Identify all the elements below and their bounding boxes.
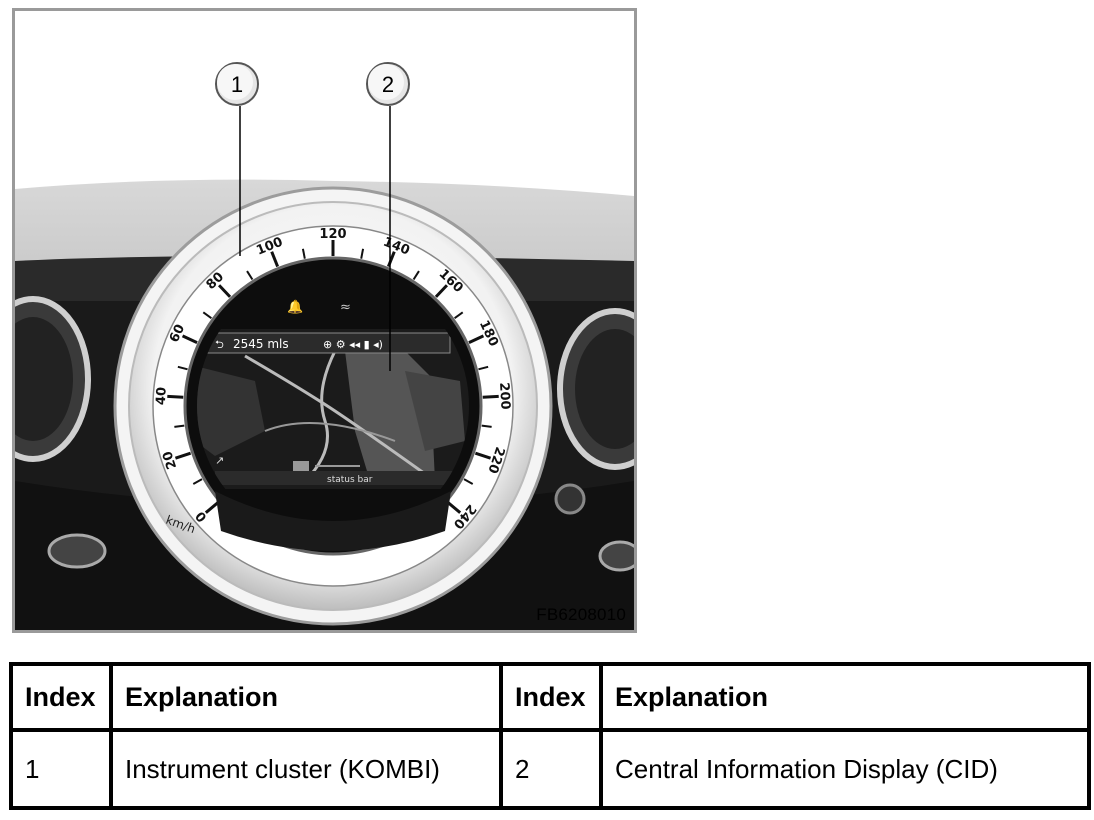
settings-icons: ⊕ ⚙ ◂◂ ▮ ◂) <box>323 338 383 351</box>
speed-label: 60 <box>167 322 188 345</box>
minor-tick <box>177 365 188 371</box>
legend-table: Index Explanation Index Explanation 1 In… <box>9 662 1091 810</box>
header-explanation-1: Explanation <box>109 662 503 732</box>
speed-label: 40 <box>154 387 170 406</box>
major-tick <box>217 284 232 298</box>
row-explanation-1: Instrument cluster (KOMBI) <box>109 728 503 810</box>
cid-distance: 2545 mls <box>233 337 289 351</box>
row-index-1: 1 <box>9 728 113 810</box>
speed-label: 120 <box>319 227 346 242</box>
minor-tick <box>481 424 492 428</box>
svg-text:2: 2 <box>382 72 394 97</box>
minor-tick <box>246 270 254 281</box>
cid-screen: ⮌ 2545 mls ⊕ ⚙ ◂◂ ▮ ◂) status bar ↗ <box>197 329 469 489</box>
minor-tick <box>412 270 420 281</box>
right-air-vent <box>557 308 634 470</box>
header-index-1: Index <box>9 662 113 732</box>
switch-icon <box>47 533 107 569</box>
minor-tick <box>301 248 306 259</box>
minor-tick <box>454 311 464 319</box>
major-tick <box>446 501 462 514</box>
north-arrow-icon: ↗ <box>215 454 224 467</box>
major-tick <box>468 334 485 344</box>
major-tick <box>167 394 184 399</box>
bell-icon: 🔔 <box>287 299 303 315</box>
speed-label: 20 <box>160 449 180 471</box>
back-arrow-icon: ⮌ <box>215 338 224 351</box>
major-tick <box>434 284 449 298</box>
header-explanation-2: Explanation <box>599 662 1091 732</box>
callout-2: 2 <box>366 62 410 106</box>
speed-label: 200 <box>496 382 513 410</box>
major-tick <box>482 394 499 399</box>
status-bar-label: status bar <box>327 475 373 485</box>
minor-tick <box>478 365 489 371</box>
indicator-icon: ≈ <box>340 300 351 315</box>
major-tick <box>181 334 198 344</box>
major-tick <box>174 451 192 460</box>
minor-tick <box>192 478 203 485</box>
minor-tick <box>463 478 474 485</box>
figure-code: FB6208010 <box>536 605 626 624</box>
minor-tick <box>174 424 185 428</box>
svg-text:1: 1 <box>231 72 243 97</box>
row-index-2: 2 <box>499 728 603 810</box>
callout-1: 1 <box>215 62 259 106</box>
major-tick <box>270 251 280 268</box>
left-air-vent <box>15 296 91 462</box>
minor-tick <box>360 248 365 259</box>
major-tick <box>204 501 220 514</box>
table-row: 1 Instrument cluster (KOMBI) 2 Central I… <box>9 728 1091 810</box>
speed-scale <box>167 240 499 514</box>
row-explanation-2: Central Information Display (CID) <box>599 728 1091 810</box>
table-header-row: Index Explanation Index Explanation <box>9 662 1091 732</box>
header-index-2: Index <box>499 662 603 732</box>
knob-icon <box>554 483 586 515</box>
minor-tick <box>202 311 212 319</box>
major-tick <box>474 451 492 460</box>
